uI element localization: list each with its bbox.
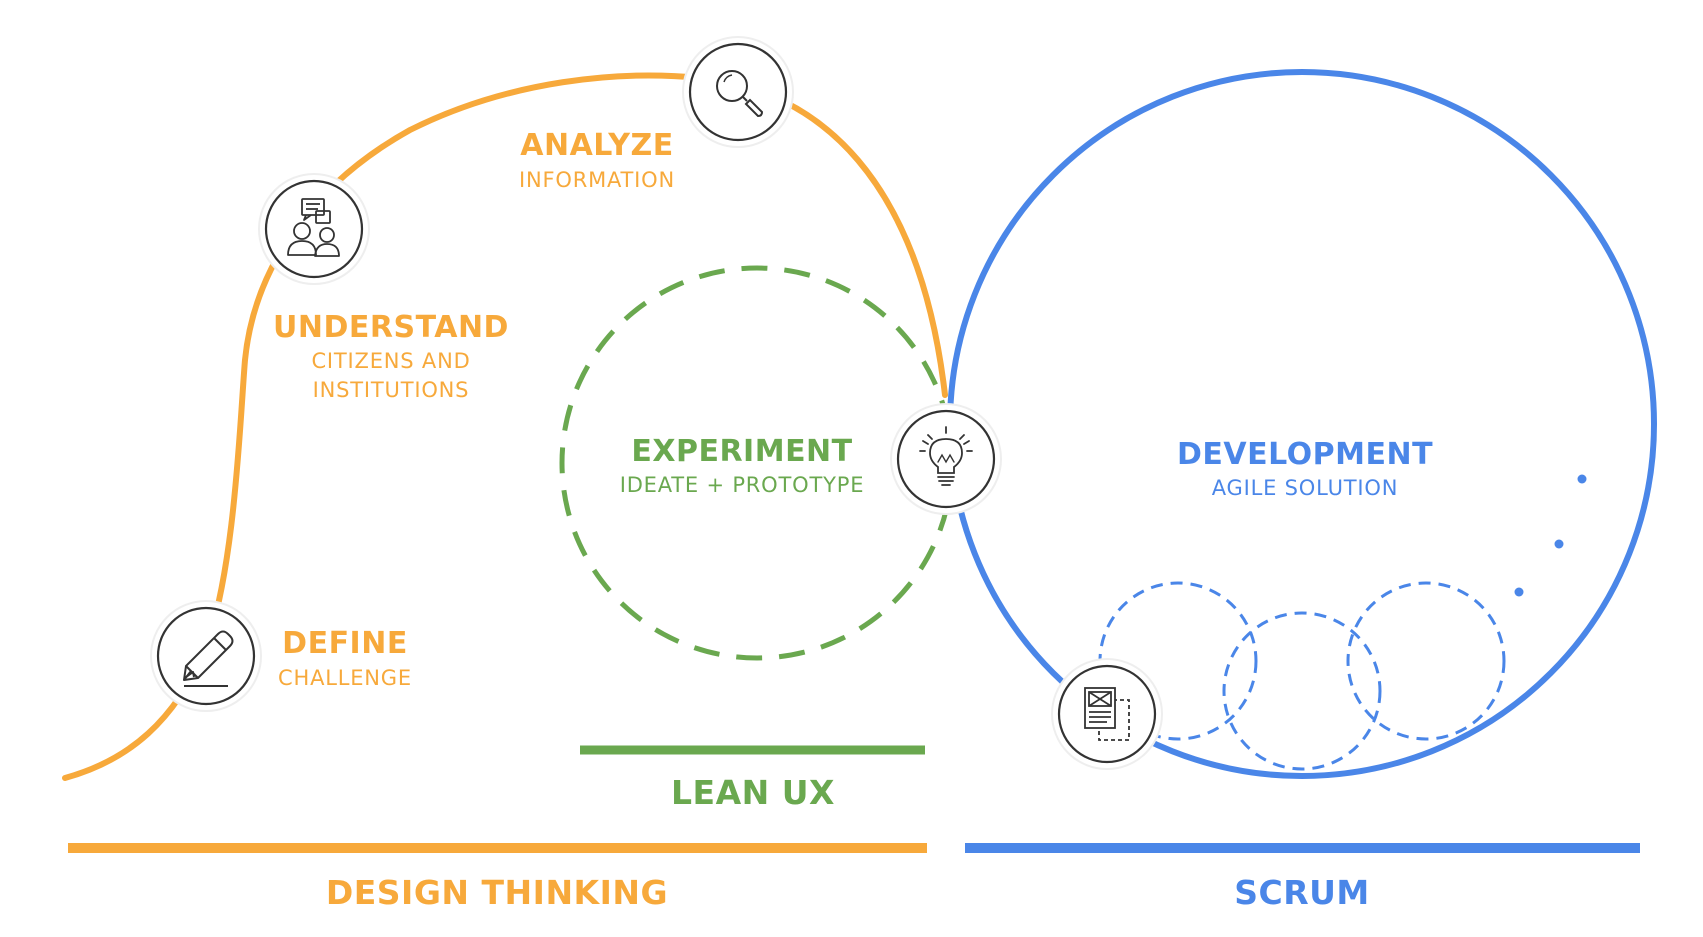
sprint-circle [1222,611,1382,771]
sprint-circle [1346,581,1506,741]
analyze-subtitle: INFORMATION [519,168,675,192]
analyze-title: ANALYZE [520,128,673,163]
pencil-icon [183,630,234,687]
design-thinking-label: DESIGN THINKING [326,873,668,912]
understand-subtitle-line1: CITIZENS AND [311,349,470,373]
analyze-node [682,36,794,148]
wireframe-doc-icon [1084,687,1130,741]
experiment-node [890,403,1002,515]
progress-dot [1554,539,1564,549]
users-chat-icon [287,198,340,257]
experiment-subtitle: IDEATE + PROTOTYPE [620,473,865,497]
define-subtitle: CHALLENGE [278,666,412,690]
progress-dot [1577,474,1587,484]
magnifier-icon [716,70,764,118]
understand-title: UNDERSTAND [273,310,509,345]
scrum-label: SCRUM [1234,873,1370,912]
development-title: DEVELOPMENT [1177,437,1433,472]
lean-ux-label: LEAN UX [671,773,835,812]
development-subtitle: AGILE SOLUTION [1212,476,1398,500]
define-node [150,600,262,712]
scrum-cycle [947,69,1657,779]
understand-subtitle-line2: INSTITUTIONS [313,378,470,402]
development-node [1051,658,1163,770]
experiment-title: EXPERIMENT [631,434,852,469]
progress-dot [1514,587,1524,597]
understand-node [258,173,370,285]
lightbulb-icon [919,426,973,486]
define-title: DEFINE [282,626,408,661]
